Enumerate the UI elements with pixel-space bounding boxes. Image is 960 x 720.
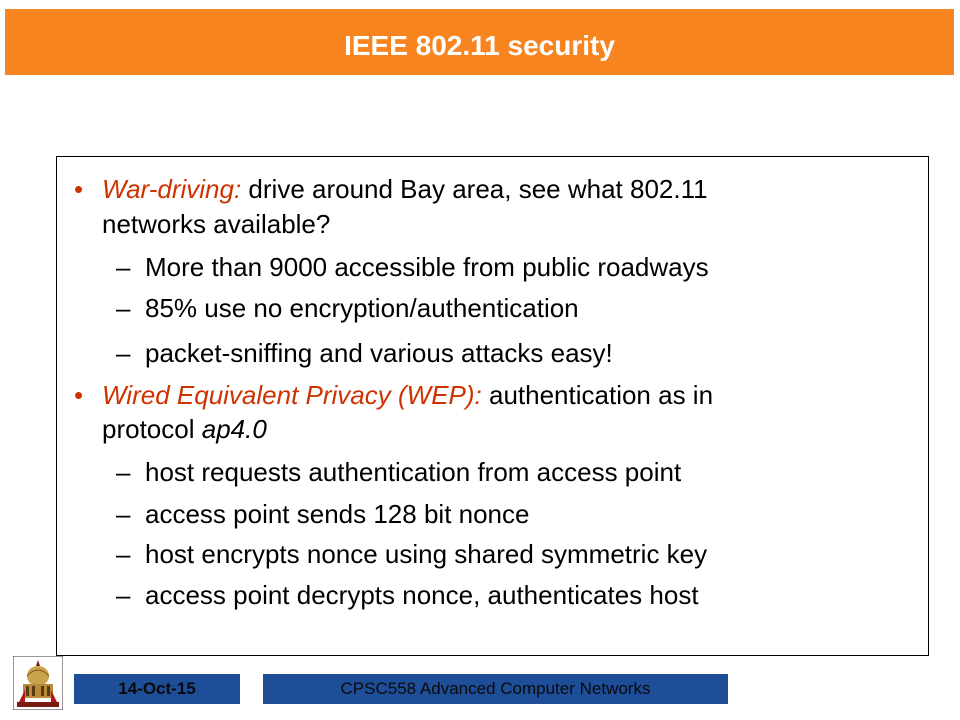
bullet-1-lead: War-driving:: [102, 174, 242, 204]
dash-marker: –: [116, 499, 131, 529]
bullet-2-marker: •: [74, 380, 84, 410]
bullet-2-lead: Wired Equivalent Privacy (WEP):: [102, 380, 482, 410]
bullet-1-sub-2: 85% use no encryption/authentication: [145, 293, 579, 323]
dash-marker: –: [116, 252, 131, 282]
bullet-1-line-1: War-driving: drive around Bay area, see …: [102, 173, 708, 205]
bullet-1-sub-3: packet-sniffing and various attacks easy…: [145, 338, 613, 368]
bullet-2-line-1: Wired Equivalent Privacy (WEP): authenti…: [102, 379, 713, 411]
bullet-1-marker: •: [74, 174, 84, 204]
dash-marker: –: [116, 457, 131, 487]
bullet-2-line-2: protocol ap4.0: [102, 413, 267, 445]
footer-date: 14-Oct-15: [74, 674, 240, 704]
dash-marker: –: [116, 338, 131, 368]
dash-marker: –: [116, 293, 131, 323]
title-bar: IEEE 802.11 security: [4, 8, 955, 76]
bullet-1-line-2: networks available?: [102, 209, 331, 239]
bullet-2-sub-4: access point decrypts nonce, authenticat…: [145, 580, 699, 610]
bullet-2-rest: authentication as in: [481, 380, 714, 410]
bullet-2-sub-3: host encrypts nonce using shared symmetr…: [145, 539, 708, 569]
university-dome-logo-icon: [12, 655, 64, 711]
bullet-1-rest: drive around Bay area, see what 802.11: [241, 174, 708, 204]
footer-course-title: CPSC558 Advanced Computer Networks: [263, 674, 728, 704]
bullet-2-sub-1: host requests authentication from access…: [145, 457, 682, 487]
dash-marker: –: [116, 580, 131, 610]
bullet-2-sub-2: access point sends 128 bit nonce: [145, 499, 530, 529]
content-box: [56, 156, 929, 656]
bullet-2-line-2-italic: ap4.0: [201, 414, 267, 444]
bullet-2-line-2-plain: protocol: [102, 414, 202, 444]
slide-title: IEEE 802.11 security: [344, 30, 615, 61]
dash-marker: –: [116, 539, 131, 569]
bullet-1-sub-1: More than 9000 accessible from public ro…: [145, 252, 709, 282]
